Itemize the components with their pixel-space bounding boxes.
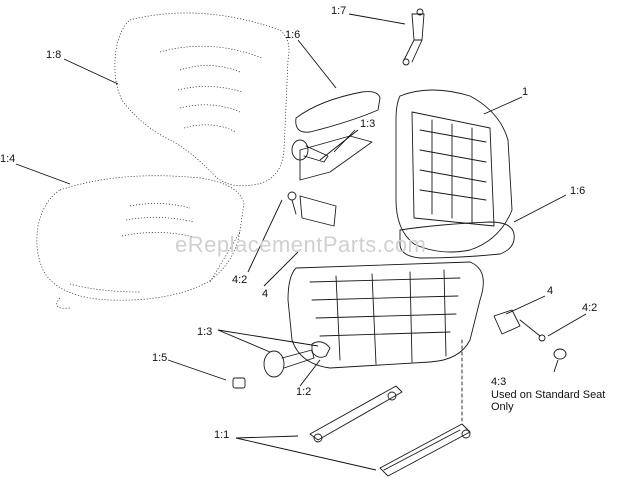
callout-4-right: 4	[547, 285, 554, 297]
armrest-right	[399, 221, 515, 259]
callout-1-5: 1:5	[152, 352, 168, 364]
callout-1-2: 1:2	[296, 386, 312, 398]
slide-rails	[309, 339, 471, 477]
small-part	[232, 377, 246, 389]
leader-lines	[15, 13, 587, 471]
callout-1-3-top: 1:3	[360, 118, 376, 130]
cap	[553, 348, 567, 360]
usage-note: Used on Standard Seat Only	[491, 389, 605, 413]
seat-belt-buckle	[493, 309, 546, 342]
gas-spring	[402, 8, 425, 66]
seat-base-frame	[287, 261, 484, 369]
recline-mechanism	[287, 191, 337, 227]
callout-1-7: 1:7	[331, 5, 347, 17]
usage-note-line-1: Used on Standard Seat	[491, 389, 606, 401]
watermark: eReplacementParts.com	[175, 232, 427, 257]
callout-1-3-bottom: 1:3	[197, 326, 213, 338]
callout-1-1: 1:1	[214, 429, 230, 441]
adjustment-knob	[263, 349, 315, 378]
seat-cushion	[36, 175, 245, 309]
callout-4-left: 4	[262, 288, 269, 300]
callout-1-8: 1:8	[46, 49, 62, 61]
callout-4-3: 4:3	[491, 376, 507, 388]
callout-1: 1	[522, 86, 529, 98]
usage-note-line-2: Only	[491, 401, 514, 413]
callout-1-4: 1:4	[0, 153, 16, 165]
callout-4-2-right: 4:2	[582, 302, 598, 314]
armrest-left	[295, 91, 381, 181]
backrest-cushion	[114, 12, 290, 187]
backrest-frame	[395, 89, 513, 253]
callout-4-2-left: 4:2	[232, 274, 248, 286]
callout-1-6-right: 1:6	[570, 185, 586, 197]
callout-1-6-top: 1:6	[285, 29, 301, 41]
knob-upper	[291, 139, 329, 163]
lever	[311, 341, 331, 358]
